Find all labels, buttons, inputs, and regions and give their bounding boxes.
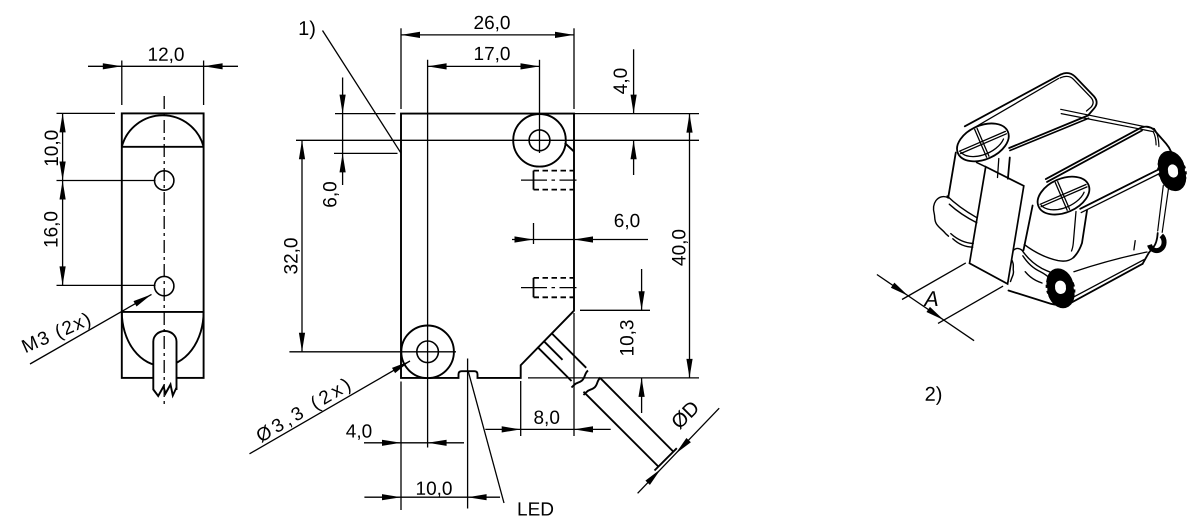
svg-text:10,3: 10,3 bbox=[618, 320, 639, 357]
svg-text:6,0: 6,0 bbox=[614, 211, 640, 232]
svg-text:4,0: 4,0 bbox=[611, 68, 632, 94]
svg-text:4,0: 4,0 bbox=[346, 421, 372, 442]
svg-text:LED: LED bbox=[517, 499, 554, 520]
svg-text:1): 1) bbox=[298, 18, 316, 40]
svg-text:A: A bbox=[922, 287, 938, 311]
svg-text:17,0: 17,0 bbox=[474, 44, 511, 65]
svg-text:16,0: 16,0 bbox=[42, 211, 63, 248]
svg-text:10,0: 10,0 bbox=[416, 479, 453, 500]
svg-text:12,0: 12,0 bbox=[148, 45, 185, 66]
svg-text:26,0: 26,0 bbox=[474, 13, 511, 34]
svg-text:10,0: 10,0 bbox=[42, 130, 63, 167]
svg-text:6,0: 6,0 bbox=[321, 181, 342, 207]
svg-text:8,0: 8,0 bbox=[533, 408, 559, 429]
svg-text:32,0: 32,0 bbox=[282, 238, 303, 275]
svg-text:2): 2) bbox=[925, 384, 943, 406]
svg-text:40,0: 40,0 bbox=[670, 229, 691, 266]
